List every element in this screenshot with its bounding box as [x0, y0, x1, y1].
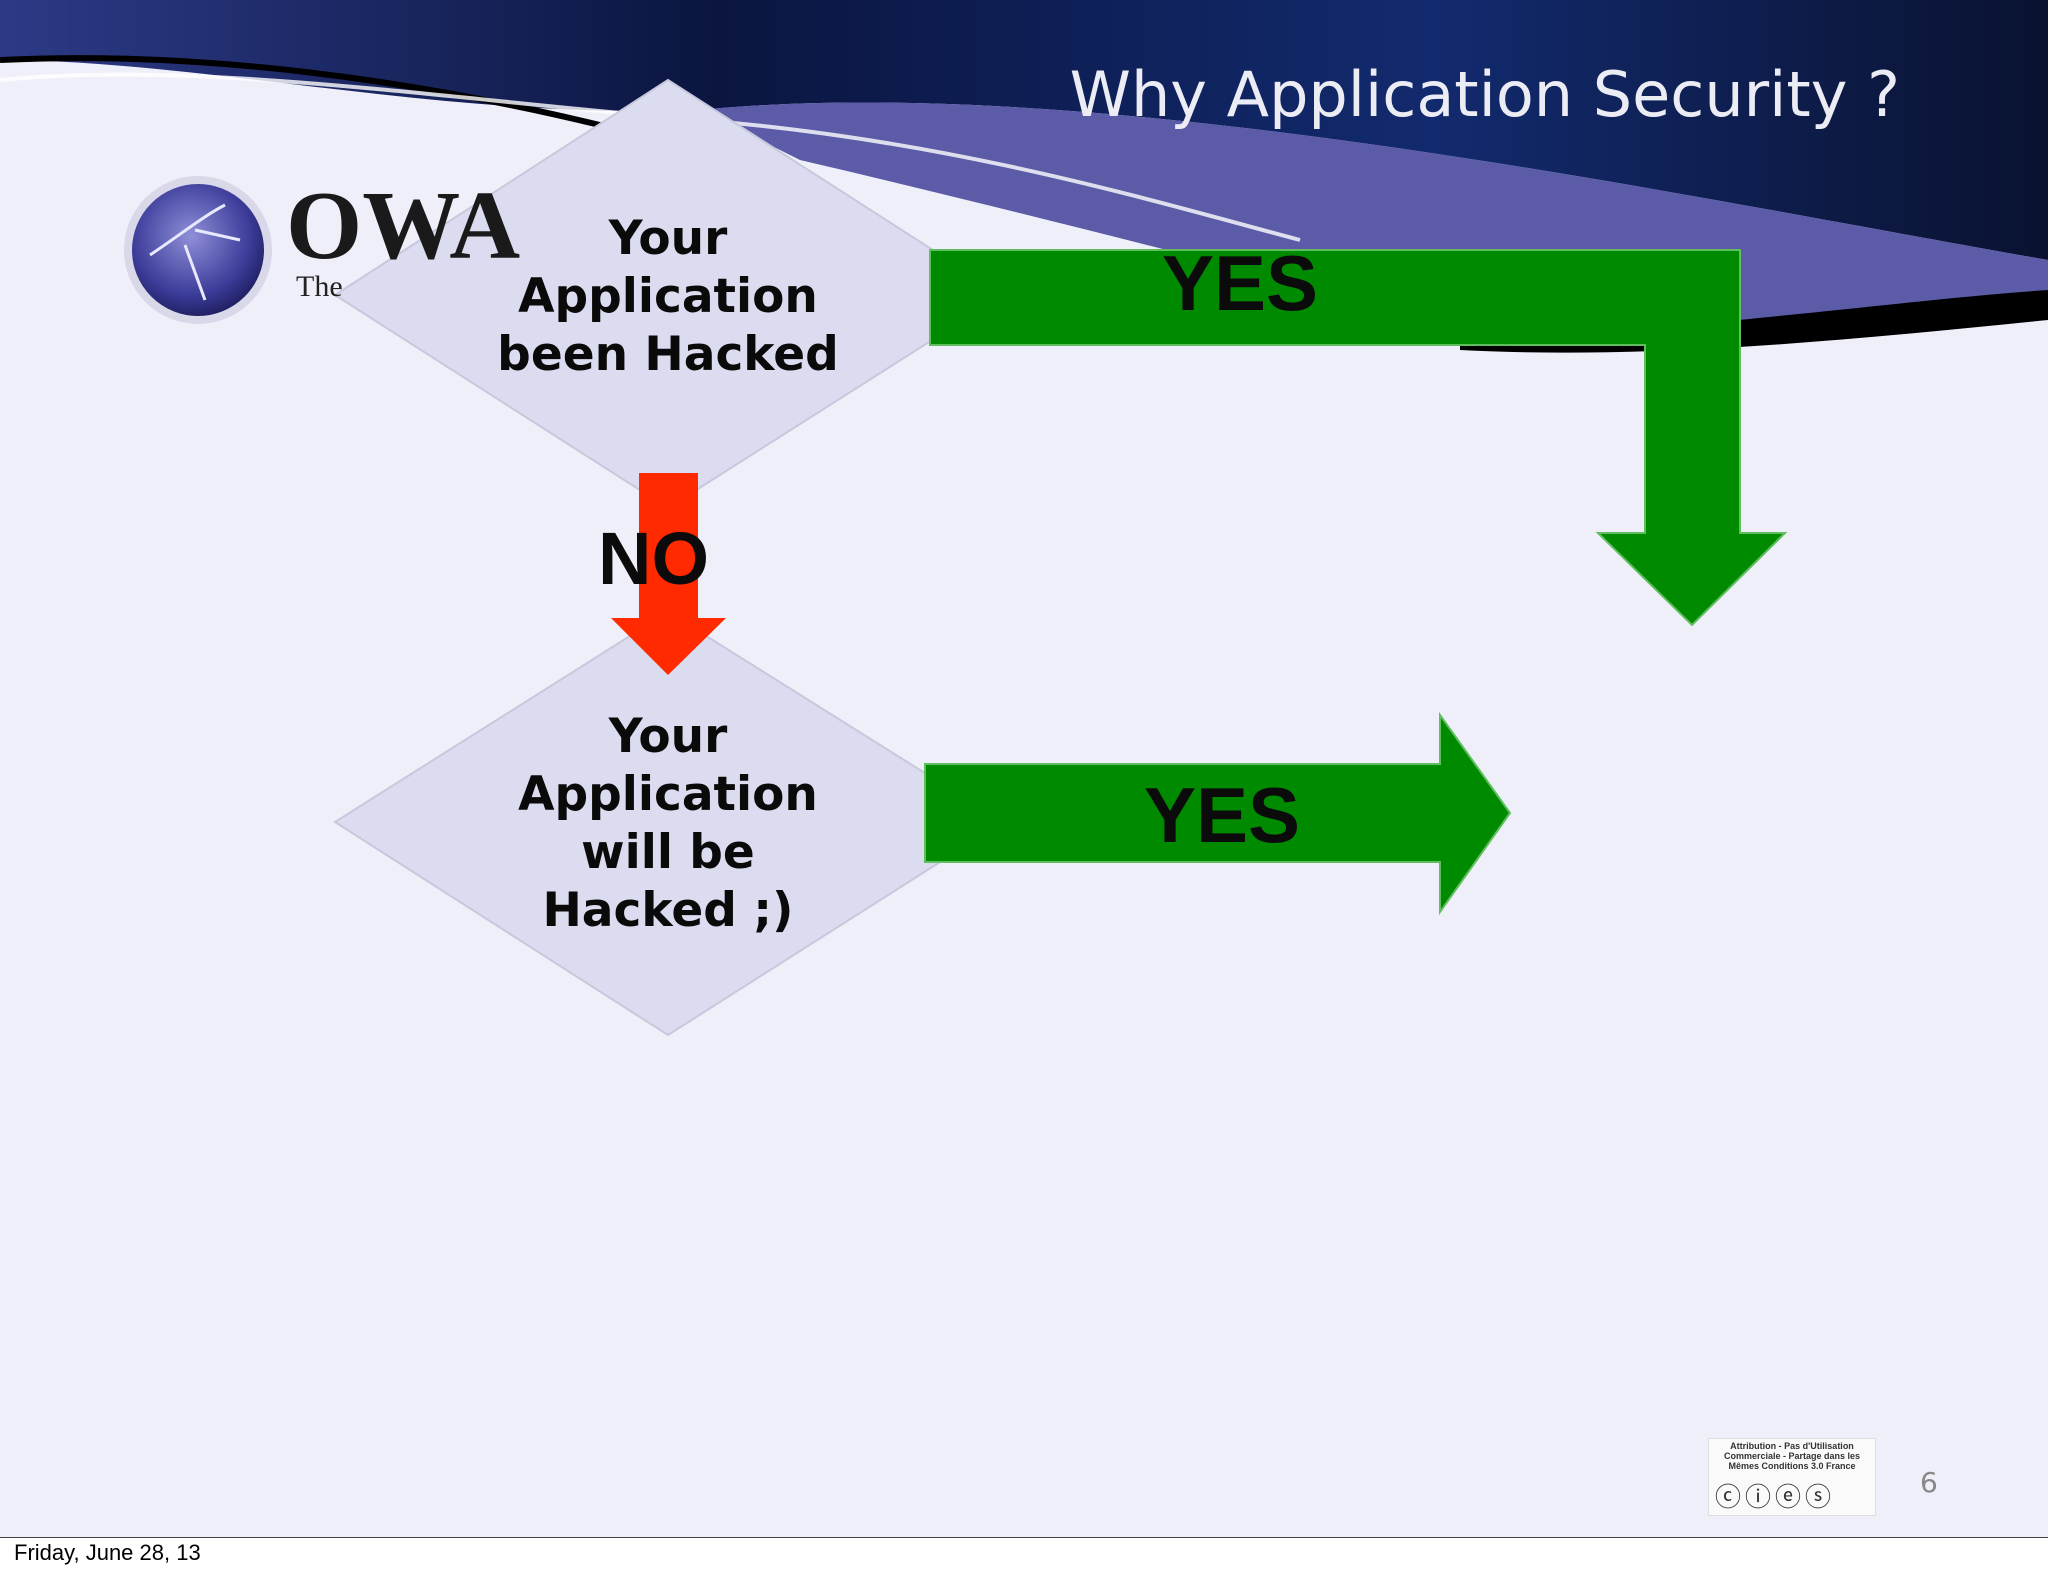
- decision-1-line: Application: [518, 269, 818, 324]
- footer-date: Friday, June 28, 13: [14, 1540, 201, 1565]
- no-arrow: [611, 473, 726, 675]
- slide-title: Why Application Security ?: [1069, 58, 1900, 131]
- logo-text: OWA: [286, 172, 521, 280]
- yes-arrow-bottom: [924, 711, 1512, 916]
- top-swoosh-line: [0, 55, 621, 133]
- yes-label-top: YES: [1162, 239, 1319, 327]
- decision-2-text: Your Application will be Hacked ;): [488, 708, 848, 940]
- decision-2-line: Your: [608, 709, 728, 764]
- logo-globe-icon: [124, 176, 272, 324]
- no-label: NO: [598, 517, 709, 600]
- cc-license-icon: ⓒⓘⓔⓢ: [1715, 1482, 1836, 1512]
- decision-1-line: Your: [608, 211, 728, 266]
- decision-1-text: Your Application been Hacked: [488, 210, 848, 384]
- decision-2-line: will be: [581, 825, 755, 880]
- decision-2-line: Hacked ;): [542, 883, 794, 938]
- page-number: 6: [1920, 1466, 1938, 1499]
- yes-arrow-top: [929, 249, 1788, 627]
- decision-1-line: been Hacked: [497, 327, 839, 382]
- decision-2-line: Application: [518, 767, 818, 822]
- header-banner: [0, 0, 2048, 260]
- yes-label-bottom: YES: [1144, 771, 1301, 859]
- slide-background: [0, 0, 2048, 1037]
- license-text: Attribution - Pas d'Utilisation Commerci…: [1723, 1441, 1861, 1471]
- logo-subtitle: The: [296, 270, 343, 303]
- slide: Why Application Security ? OWA The Your …: [0, 0, 2048, 1538]
- decision-diamond-2: [333, 610, 1005, 1037]
- license-badge: Attribution - Pas d'Utilisation Commerci…: [1708, 1438, 1876, 1516]
